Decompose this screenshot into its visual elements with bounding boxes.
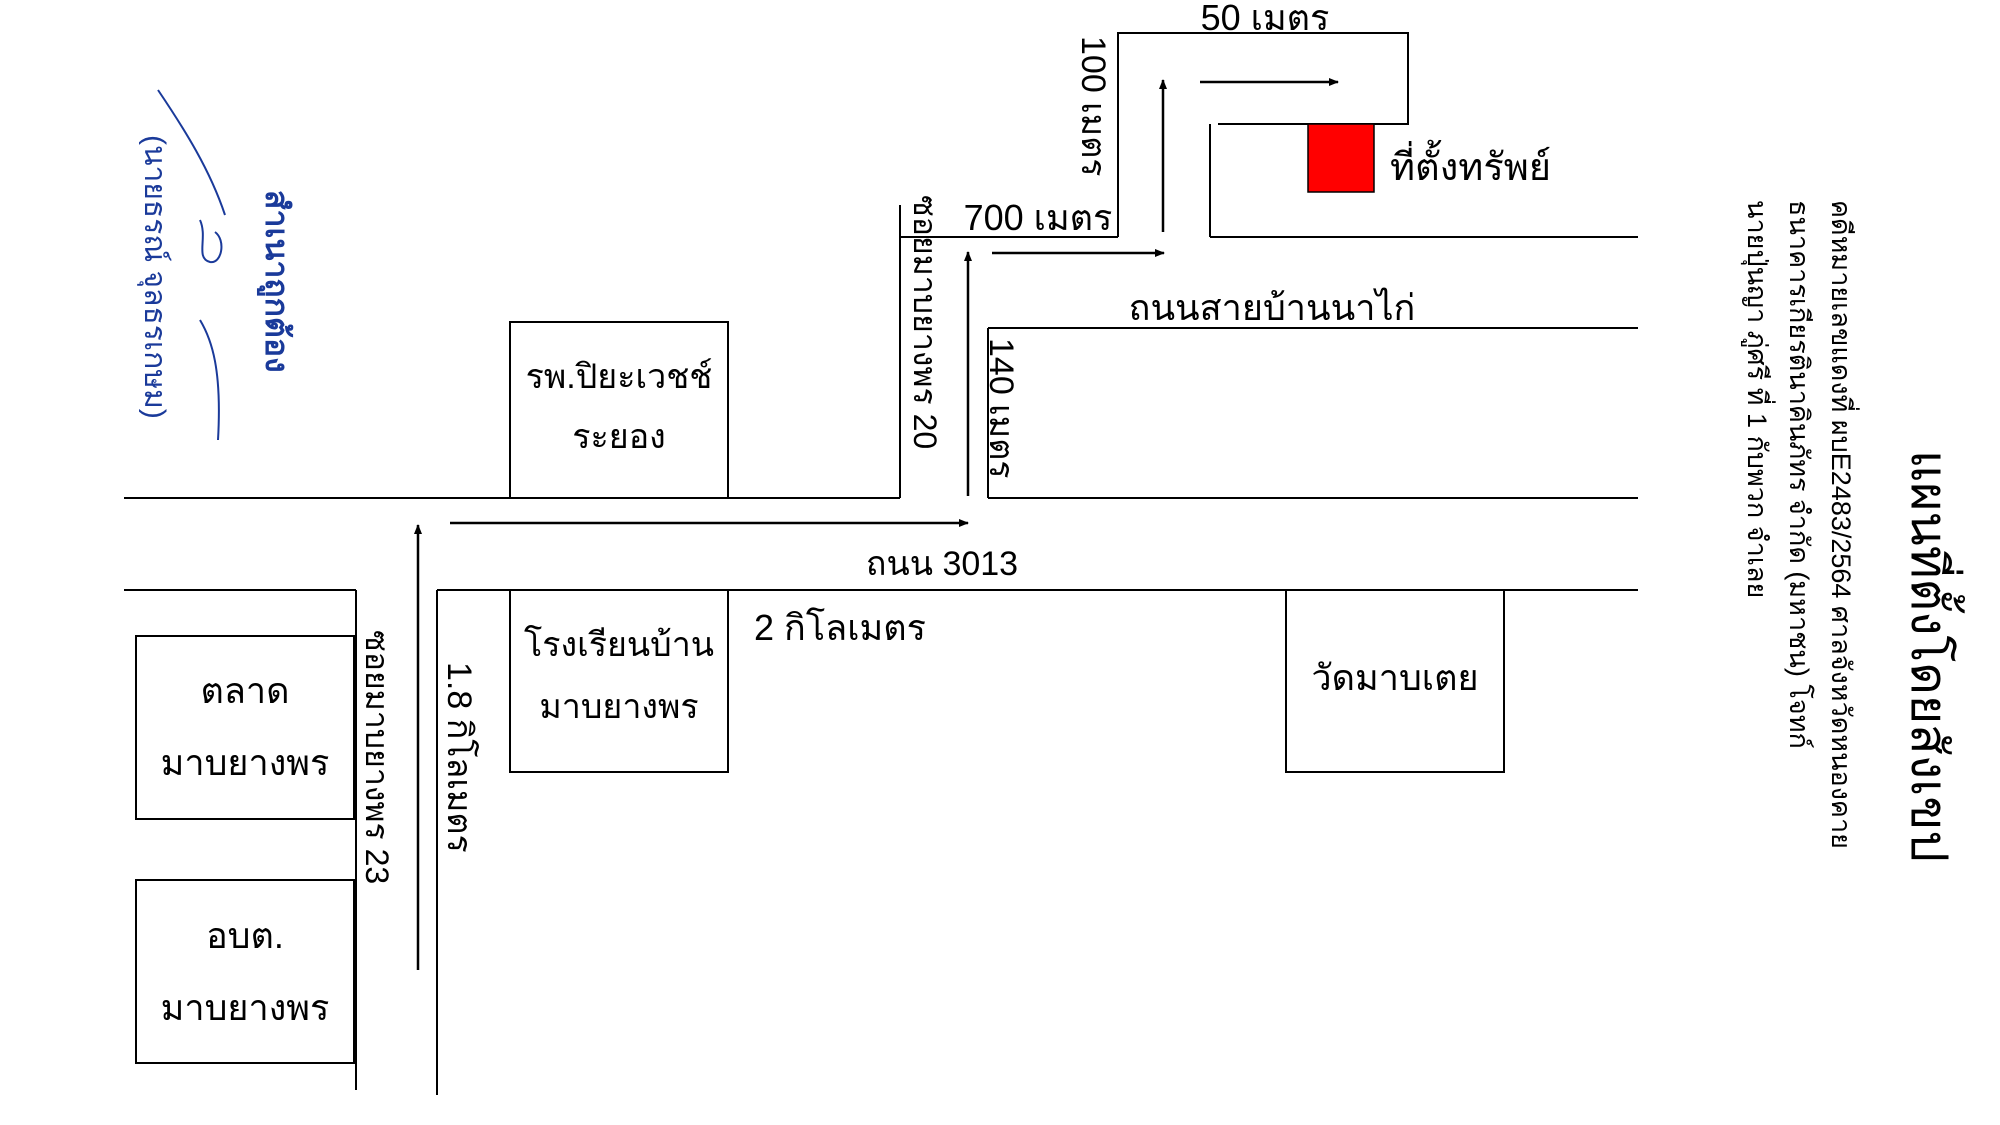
distance-50m: 50 เมตร xyxy=(1201,0,1330,38)
hospital-label-line2: ระยอง xyxy=(572,418,665,456)
ban-na-kai-road-label: ถนนสายบ้านนาไก่ xyxy=(1129,287,1416,328)
distance-140m: 140 เมตร xyxy=(982,338,1020,479)
market-label-line2: มาบยางพร xyxy=(161,742,330,783)
distance-2km: 2 กิโลเมตร xyxy=(754,607,926,648)
stamp-certified-text: สำเนาถูกต้อง xyxy=(256,190,295,373)
hospital-label-line1: รพ.ปิยะเวชช์ xyxy=(526,358,713,396)
sao-label-line1: อบต. xyxy=(206,915,284,956)
header-case-line: คดีหมายเลขแดงที่ ผบE2483/2564 ศาลจังหวัด… xyxy=(1826,200,1860,849)
sao-label-line2: มาบยางพร xyxy=(161,987,330,1028)
header-defendant-line: นายปุ่นญา ภู่ศรี ที่ 1 กับพวก จำเลย xyxy=(1740,200,1776,598)
map-title: แผนที่ตั้งโดยสังเขป xyxy=(1901,450,1965,862)
header-plaintiff-line: ธนาคารเกียรตินาคินภัทร จำกัด (มหาชน) โจท… xyxy=(1784,200,1815,749)
market-box xyxy=(135,635,355,820)
soi-23-label: ซอยมาบยางพร 23 xyxy=(359,630,395,884)
school-label-line1: โรงเรียนบ้าน xyxy=(524,625,714,664)
market-label-line1: ตลาด xyxy=(200,670,289,711)
hospital-box xyxy=(509,321,729,499)
route-arrows xyxy=(414,78,1339,970)
distance-1-8km: 1.8 กิโลเมตร xyxy=(440,662,479,853)
road-3013-label: ถนน 3013 xyxy=(866,545,1018,583)
distance-100m: 100 เมตร xyxy=(1074,36,1112,177)
distance-700m: 700 เมตร xyxy=(964,197,1113,238)
stamp-signer-name: (นายธรณ์ จุลธรเกษม) xyxy=(136,135,172,419)
temple-box xyxy=(1285,589,1505,773)
school-box xyxy=(509,589,729,773)
property-marker xyxy=(1307,123,1375,193)
stamp-signature xyxy=(157,89,226,441)
sao-box xyxy=(135,879,355,1064)
school-label-line2: มาบยางพร xyxy=(539,688,698,726)
certification-stamp: สำเนาถูกต้อง (นายธรณ์ จุลธรเกษม) xyxy=(136,89,295,441)
soi-20-label: ซอยมาบยางพร 20 xyxy=(907,195,943,449)
temple-label: วัดมาบเตย xyxy=(1311,657,1478,698)
property-label: ที่ตั้งทรัพย์ xyxy=(1390,139,1551,189)
